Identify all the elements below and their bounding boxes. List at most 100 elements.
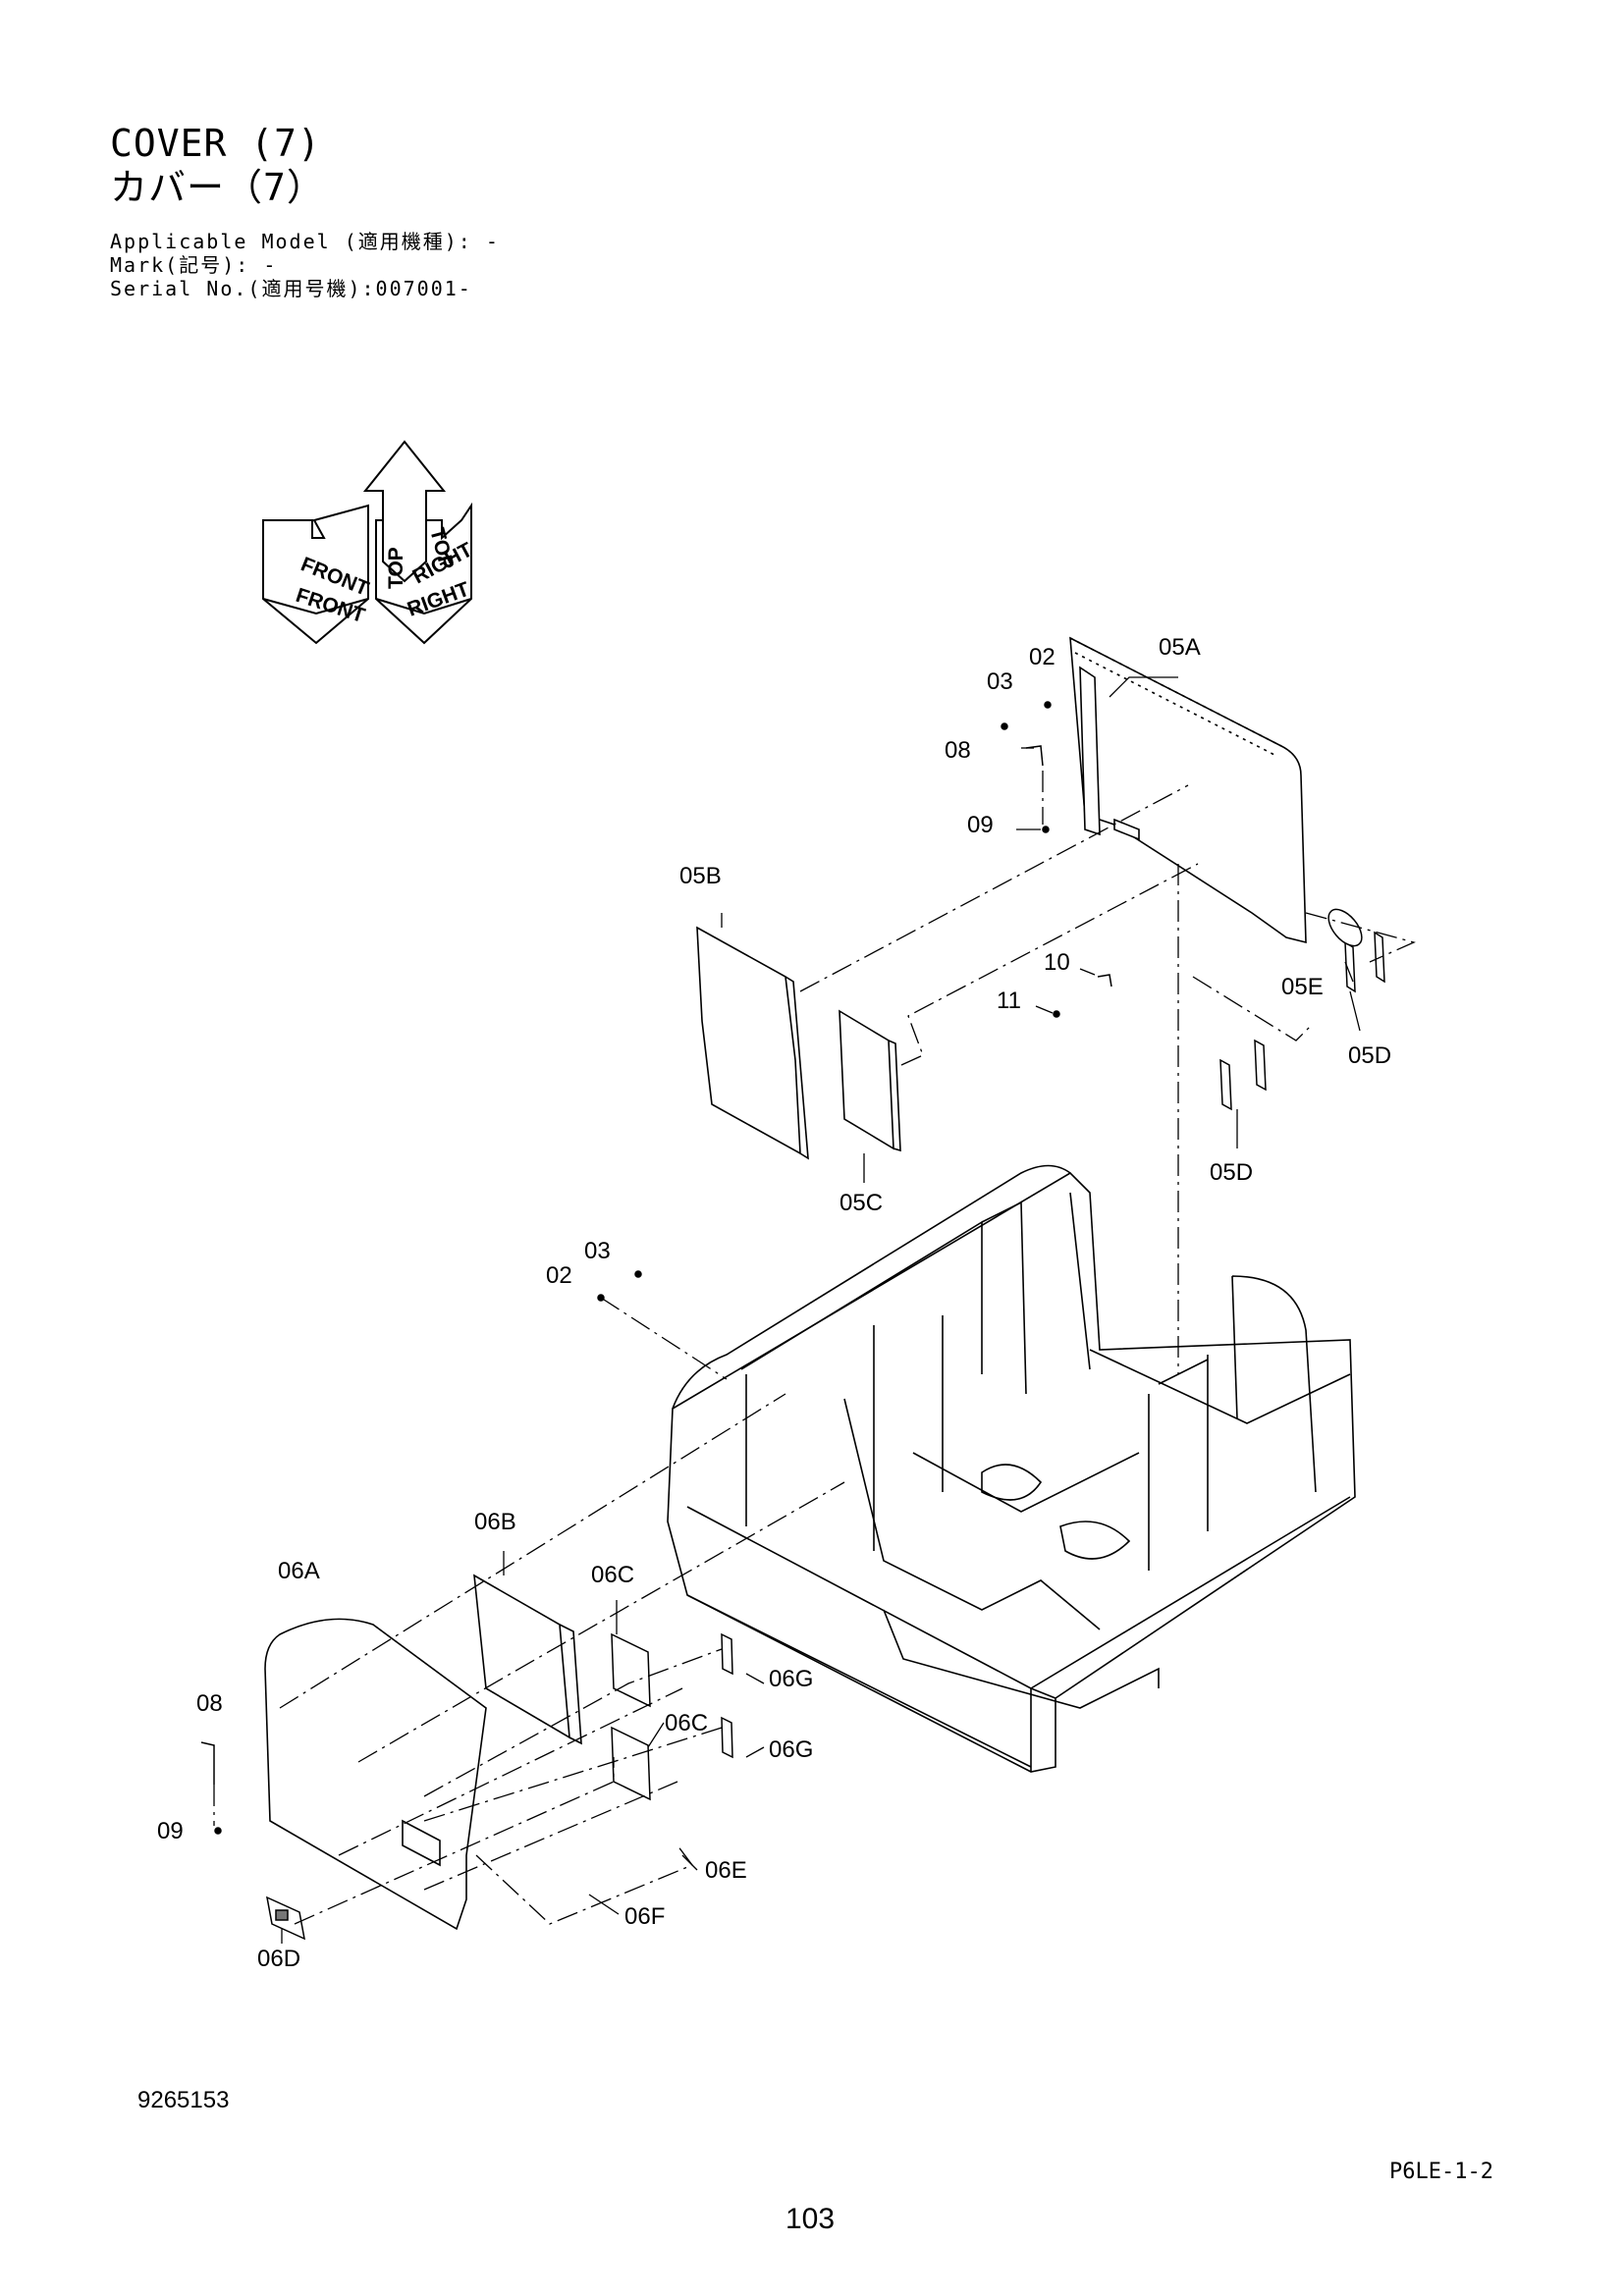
- callout-05A: 05A: [1159, 634, 1201, 661]
- pad-06B-face: [473, 1574, 570, 1739]
- line-05B-to-05A: [799, 784, 1189, 992]
- frame-floor-plate: [1089, 1349, 1351, 1424]
- leader-11: [1035, 1005, 1054, 1014]
- bracket-10: [1097, 974, 1112, 988]
- latch-06D-core: [275, 1909, 289, 1921]
- serial-no-line: Serial No.(適用号機):007001-: [110, 277, 472, 300]
- line-06A-top: [279, 1393, 786, 1709]
- callout-06G-upper: 06G: [769, 1666, 813, 1692]
- callout-05C: 05C: [839, 1190, 883, 1216]
- callout-08-upper: 08: [945, 737, 971, 764]
- pieces-05D-05E: [1219, 908, 1385, 1111]
- piece-05E-seal: [1327, 908, 1363, 947]
- callout-09-upper: 09: [967, 812, 994, 838]
- bolt-03-upper: [1001, 722, 1008, 730]
- panel-05A-hinge: [1079, 666, 1101, 836]
- callout-06C-lower: 06C: [665, 1710, 708, 1736]
- line-05D-upper: [1305, 912, 1416, 963]
- callout-06G-lower: 06G: [769, 1736, 813, 1763]
- pad-05B-edge: [785, 976, 809, 1160]
- strip-06G-lower: [721, 1716, 733, 1759]
- panel-06A-cutout: [402, 1819, 441, 1867]
- line-06G-upper: [338, 1687, 683, 1856]
- callout-05D-upper: 05D: [1348, 1042, 1391, 1069]
- applicable-model-line: Applicable Model (適用機種): -: [110, 230, 500, 253]
- leader-06F: [588, 1894, 620, 1915]
- callout-08-lower: 08: [196, 1690, 223, 1717]
- clip-08-lower: [200, 1741, 215, 1785]
- front-arrow-edge: [262, 598, 369, 615]
- callout-02-upper: 02: [1029, 644, 1056, 670]
- callout-09-lower: 09: [157, 1818, 184, 1844]
- pad-05C-edge: [888, 1040, 901, 1152]
- callout-06E: 06E: [705, 1857, 747, 1884]
- orientation-indicator: FRONT FRONT TOP TOP RIGHT RIGHT: [262, 440, 476, 645]
- callout-02-mid: 02: [546, 1262, 572, 1289]
- front-arrow-shape: [262, 504, 369, 645]
- leader-06G-upper: [745, 1673, 765, 1684]
- leader-lines: [281, 676, 1361, 1944]
- line-02-mid: [600, 1297, 728, 1380]
- leader-06E: [681, 1854, 698, 1871]
- leader-05D-upper: [1349, 990, 1361, 1032]
- panel-05A-bracket: [1113, 818, 1140, 841]
- pads-06C: [611, 1632, 651, 1801]
- callout-labels: 05A 02 03 08 09 05B 10 11 05E 05D 05D 05…: [157, 634, 1391, 1972]
- latch-06D: [266, 1896, 305, 1941]
- leader-10: [1079, 968, 1096, 976]
- page-title-english: COVER (7): [110, 122, 321, 165]
- callout-10: 10: [1044, 949, 1070, 976]
- callout-06B: 06B: [474, 1509, 516, 1535]
- callout-11: 11: [997, 988, 1021, 1014]
- leader-05A: [1109, 676, 1178, 698]
- clip-08-upper: [1025, 745, 1044, 767]
- pad-06C-lower: [611, 1726, 651, 1801]
- callout-03-mid: 03: [584, 1238, 611, 1264]
- callout-05E: 05E: [1281, 974, 1324, 1000]
- pad-05C: [839, 1009, 901, 1152]
- bolt-03-mid: [634, 1270, 642, 1278]
- leader-06G-lower: [745, 1746, 765, 1758]
- page-number: 103: [785, 2203, 836, 2235]
- pad-05B-face: [696, 926, 801, 1155]
- frame-outline: [667, 1171, 1356, 1773]
- frame-right-bracket: [1231, 1275, 1317, 1493]
- leader-06C-lower: [647, 1722, 665, 1748]
- mark-line: Mark(記号): -: [110, 253, 278, 277]
- panel-06A-body: [264, 1618, 487, 1931]
- frame-left-top-edge: [672, 1164, 1071, 1410]
- cover-06A-panel: [264, 1618, 487, 1931]
- callout-05D-lower: 05D: [1210, 1159, 1253, 1186]
- bolt-11: [1053, 1010, 1060, 1018]
- top-label: TOP: [385, 547, 407, 589]
- piece-05D-lower-b: [1254, 1039, 1267, 1092]
- line-06F: [475, 1844, 694, 1925]
- line-06D: [294, 1757, 615, 1925]
- bolt-09-upper: [1042, 826, 1050, 833]
- pad-05C-face: [839, 1009, 894, 1150]
- panel-05A-top-perforation: [1069, 637, 1282, 757]
- assembly-lines: [213, 771, 1416, 1925]
- pad-06C-upper: [611, 1632, 651, 1708]
- callout-06D: 06D: [257, 1946, 300, 1972]
- callout-03-upper: 03: [987, 668, 1013, 695]
- line-05C-to-05A: [900, 863, 1199, 1066]
- bolt-09-lower: [214, 1827, 222, 1835]
- frame-front-beam: [883, 1609, 1160, 1709]
- strip-06G-upper: [721, 1632, 733, 1676]
- callout-06A: 06A: [278, 1558, 320, 1584]
- cover-05A-panel: [1069, 636, 1307, 944]
- section-code: P6LE-1-2: [1389, 2160, 1493, 2184]
- drawing-number: 9265153: [137, 2087, 230, 2113]
- frame-holes: [981, 1464, 1131, 1560]
- upper-frame-structure: [667, 1164, 1356, 1773]
- top-arrow-shape: [362, 440, 447, 583]
- frame-inner-panel-back: [981, 1192, 1091, 1395]
- strips-06G: [721, 1632, 733, 1759]
- bolt-02-upper: [1044, 701, 1052, 709]
- leader-05E: [1344, 961, 1354, 983]
- page-title-japanese: カバー（7）: [110, 166, 325, 209]
- frame-vertical-members: [873, 1315, 1209, 1571]
- panel-05A-body: [1069, 636, 1307, 944]
